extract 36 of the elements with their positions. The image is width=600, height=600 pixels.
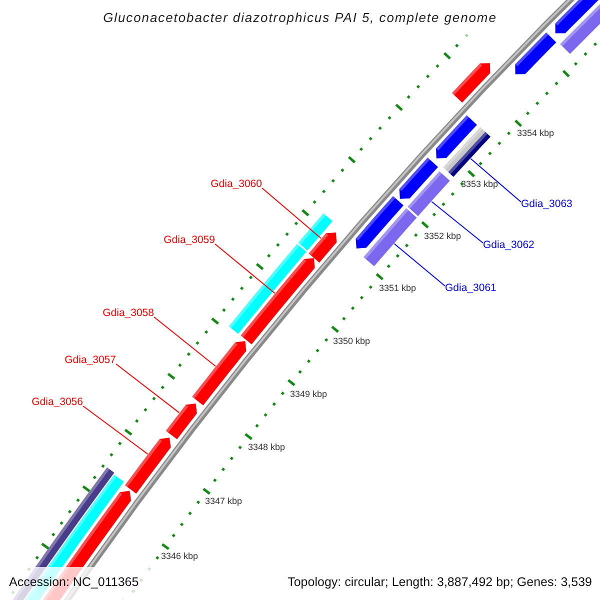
accession-text: Accession: NC_011365 [9, 574, 139, 590]
genome-stats-text: Topology: circular; Length: 3,887,492 bp; Genes: 3,539 [288, 574, 592, 590]
scale-label: 3351 kbp [379, 282, 416, 294]
gene-label: Gdia_3059 [164, 234, 215, 246]
leader-line [262, 188, 322, 239]
leader-line [154, 316, 216, 367]
title: Gluconacetobacter diazotrophicus PAI 5, complete genome [103, 10, 497, 26]
leader-line [214, 244, 276, 294]
gene-label: Gdia_3058 [102, 306, 154, 320]
gene-label: Gdia_3056 [32, 396, 83, 408]
gene-feature [364, 208, 417, 266]
gene-feature [240, 258, 315, 344]
scale-label: 3350 kbp [333, 336, 370, 346]
leader-line [470, 158, 522, 202]
gene-feature [192, 341, 246, 406]
gene-feature [308, 232, 337, 263]
scale-label: 3348 kbp [248, 442, 286, 452]
gene-label: Gdia_3057 [64, 354, 116, 366]
scale-label: 3349 kbp [290, 388, 328, 400]
leader-line [82, 406, 148, 455]
scale-label: 3354 kbp [517, 128, 554, 138]
gene-label: Gdia_3061 [445, 282, 496, 294]
leader-line [431, 201, 484, 244]
gene-feature [166, 404, 197, 440]
scale-label: 3347 kbp [205, 496, 242, 506]
scale-label: 3353 kbp [461, 178, 498, 190]
gene-label: Gdia_3060 [210, 178, 262, 190]
scale-label: 3346 kbp [161, 550, 198, 562]
leader-line [116, 364, 180, 414]
scale-label: 3352 kbp [424, 230, 462, 242]
gene-feature [408, 171, 450, 216]
leader-line [394, 243, 446, 286]
gene-feature [443, 127, 491, 177]
gene-label: Gdia_3062 [483, 238, 534, 252]
gene-feature [124, 438, 171, 494]
gene-label: Gdia_3063 [521, 198, 572, 210]
